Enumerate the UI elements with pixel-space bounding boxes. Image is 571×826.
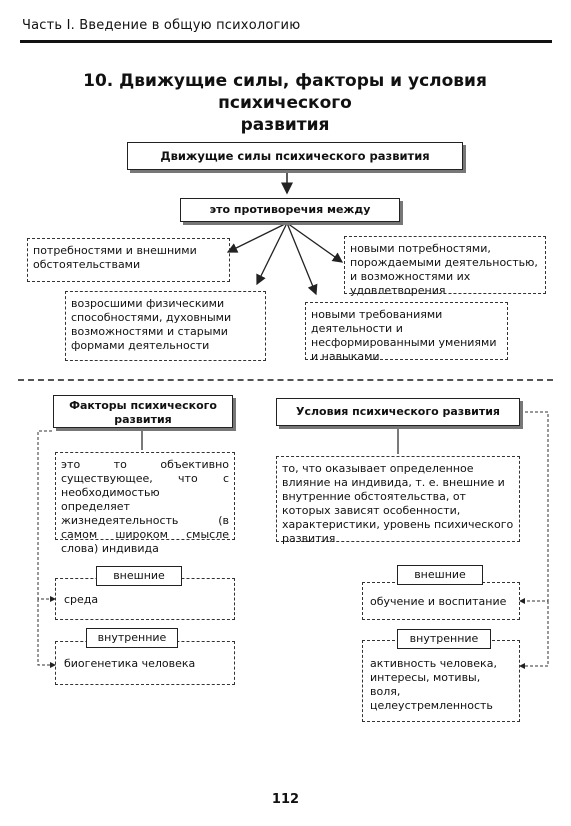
- section-separator: [18, 379, 553, 381]
- arrow-to-item-2: [256, 222, 288, 286]
- conditions-external-value: обучение и воспитание: [370, 595, 507, 608]
- arrow-factors-to-internal: [37, 599, 56, 668]
- arrow-to-item-3: [286, 222, 318, 296]
- factors-internal-label: внутренние: [86, 628, 178, 648]
- running-header: Часть I. Введение в общую психологию: [22, 18, 301, 33]
- conditions-external-label: внешние: [397, 565, 483, 585]
- arrow-factors-to-external: [37, 430, 56, 602]
- factors-title-box: Факторы психического развития: [53, 395, 233, 428]
- factors-definition: это то объективно существующее, что с не…: [55, 452, 235, 555]
- arrow-to-item-4: [286, 222, 344, 263]
- page-title-line-1: 10. Движущие силы, факторы и условия пси…: [83, 71, 487, 113]
- conditions-internal-value: активность человека, интересы, мотивы, в…: [370, 657, 497, 712]
- contradiction-item-4: новыми потребностями, порождаемыми деяте…: [344, 236, 546, 297]
- driving-forces-box: Движущие силы психического развития: [127, 142, 463, 170]
- conditions-definition: то, что оказывает определенное влияние н…: [276, 456, 520, 545]
- page-title: 10. Движущие силы, факторы и условия пси…: [30, 70, 540, 136]
- page-number: 112: [271, 792, 300, 807]
- arrow-to-item-1: [226, 222, 288, 253]
- arrow-conditions-to-external: [519, 411, 549, 604]
- factors-internal-value: биогенетика человека: [64, 657, 196, 670]
- conditions-internal-label: внутренние: [397, 629, 491, 649]
- contradictions-box: это противоречия между: [180, 198, 400, 222]
- factors-external-label: внешние: [96, 566, 182, 586]
- contradiction-item-2: возросшими физическими способностями, ду…: [65, 291, 266, 361]
- conditions-title-box: Условия психического развития: [276, 398, 520, 426]
- header-rule: [20, 40, 552, 43]
- factors-external-value: среда: [64, 593, 99, 606]
- contradiction-item-3: новыми требованиями деятельности и несфо…: [305, 302, 508, 363]
- arrow-conditions-to-internal: [519, 601, 549, 669]
- page-title-line-2: развития: [240, 115, 330, 135]
- contradiction-item-1: потребностями и внешними обстоятельствам…: [27, 238, 230, 282]
